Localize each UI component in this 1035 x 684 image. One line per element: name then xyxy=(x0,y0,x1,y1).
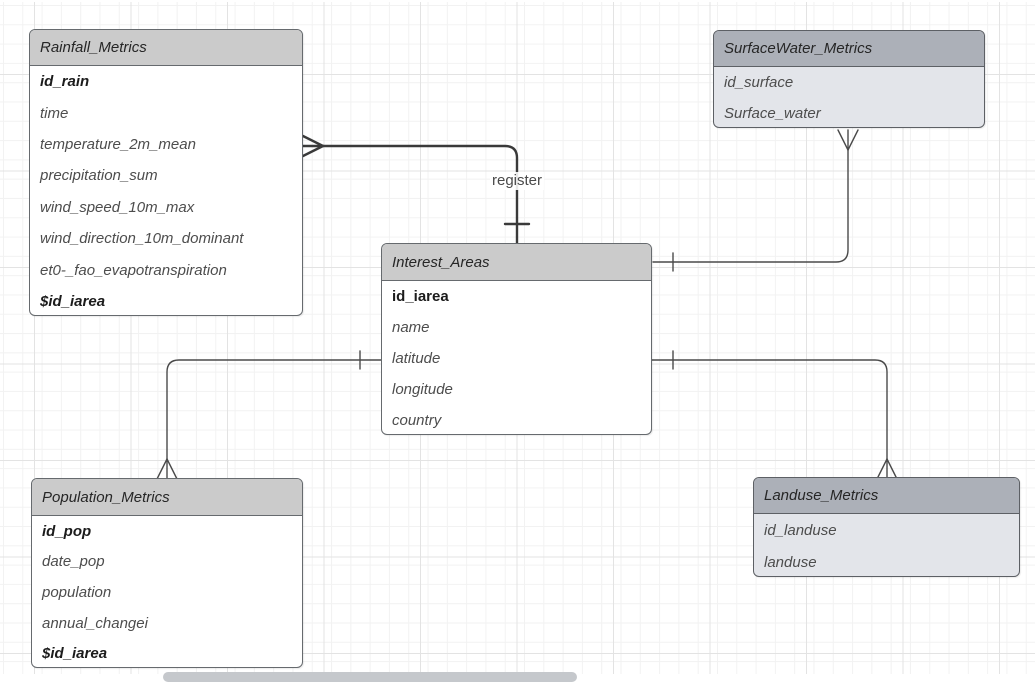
table-row-population-metrics-3[interactable]: annual_changei xyxy=(42,614,148,632)
table-row-rainfall-metrics-0[interactable]: id_rain xyxy=(40,73,90,91)
table-row-rainfall-metrics-4[interactable]: wind_speed_10m_max xyxy=(40,198,195,216)
edge-interest-to-population-line[interactable] xyxy=(166,359,382,480)
edge-interest-to-surfacewater-marker-0 xyxy=(837,129,849,151)
edge-interest-to-population-marker-1 xyxy=(166,458,178,480)
edge-rainfall-to-interest-register-marker-1 xyxy=(301,144,325,158)
edge-rainfall-to-interest-register-line[interactable] xyxy=(301,144,519,247)
table-row-landuse-metrics-1[interactable]: landuse xyxy=(764,553,817,571)
table-title-surfacewater-metrics[interactable]: SurfaceWater_Metrics xyxy=(714,31,984,67)
table-row-rainfall-metrics-5[interactable]: wind_direction_10m_dominant xyxy=(40,230,244,248)
edge-interest-to-landuse[interactable] xyxy=(651,350,898,480)
table-row-interest-areas-4[interactable]: country xyxy=(392,412,442,429)
table-row-surfacewater-metrics-0[interactable]: id_surface xyxy=(724,74,794,91)
table-row-landuse-metrics-0[interactable]: id_landuse xyxy=(764,521,837,539)
table-row-rainfall-metrics-1[interactable]: time xyxy=(40,104,69,122)
table-row-population-metrics-1[interactable]: date_pop xyxy=(42,553,105,571)
edge-rainfall-to-interest-register[interactable] xyxy=(301,134,531,247)
edge-interest-to-surfacewater[interactable] xyxy=(652,129,859,272)
table-row-rainfall-metrics-6[interactable]: et0-_fao_evapotranspiration xyxy=(40,261,227,279)
edge-interest-to-landuse-line[interactable] xyxy=(651,359,888,480)
table-title-population-metrics[interactable]: Population_Metrics xyxy=(32,479,302,516)
table-row-interest-areas-1[interactable]: name xyxy=(392,319,430,336)
edge-interest-to-surfacewater-line[interactable] xyxy=(652,129,849,263)
edge-interest-to-landuse-marker-1 xyxy=(886,458,898,480)
table-title-landuse-metrics[interactable]: Landuse_Metrics xyxy=(754,478,1019,514)
edge-interest-to-landuse-marker-0 xyxy=(876,458,888,480)
table-row-population-metrics-4[interactable]: $id_iarea xyxy=(42,645,108,663)
horizontal-scrollbar-thumb[interactable] xyxy=(163,672,577,682)
edge-interest-to-population[interactable] xyxy=(156,350,382,480)
table-row-interest-areas-0[interactable]: id_iarea xyxy=(392,288,449,305)
table-row-rainfall-metrics-7[interactable]: $id_iarea xyxy=(40,292,106,310)
table-row-population-metrics-2[interactable]: population xyxy=(42,583,112,601)
table-row-population-metrics-0[interactable]: id_pop xyxy=(42,522,92,540)
table-row-rainfall-metrics-2[interactable]: temperature_2m_mean xyxy=(40,135,196,153)
table-row-rainfall-metrics-3[interactable]: precipitation_sum xyxy=(40,167,158,185)
table-title-interest-areas[interactable]: Interest_Areas xyxy=(382,244,651,281)
table-row-surfacewater-metrics-1[interactable]: Surface_water xyxy=(724,105,821,122)
table-row-interest-areas-3[interactable]: longitude xyxy=(392,381,453,398)
table-title-rainfall-metrics[interactable]: Rainfall_Metrics xyxy=(30,30,302,66)
edge-interest-to-population-marker-0 xyxy=(156,458,168,480)
edge-rainfall-to-interest-register-marker-0 xyxy=(301,134,325,148)
table-row-interest-areas-2[interactable]: latitude xyxy=(392,350,441,367)
entity-table-population-metrics[interactable]: Population_Metrics id_pop date_pop populati… xyxy=(31,478,303,668)
edge-interest-to-surfacewater-marker-1 xyxy=(847,129,859,151)
edge-rainfall-to-interest-register-label[interactable]: register xyxy=(489,172,545,190)
